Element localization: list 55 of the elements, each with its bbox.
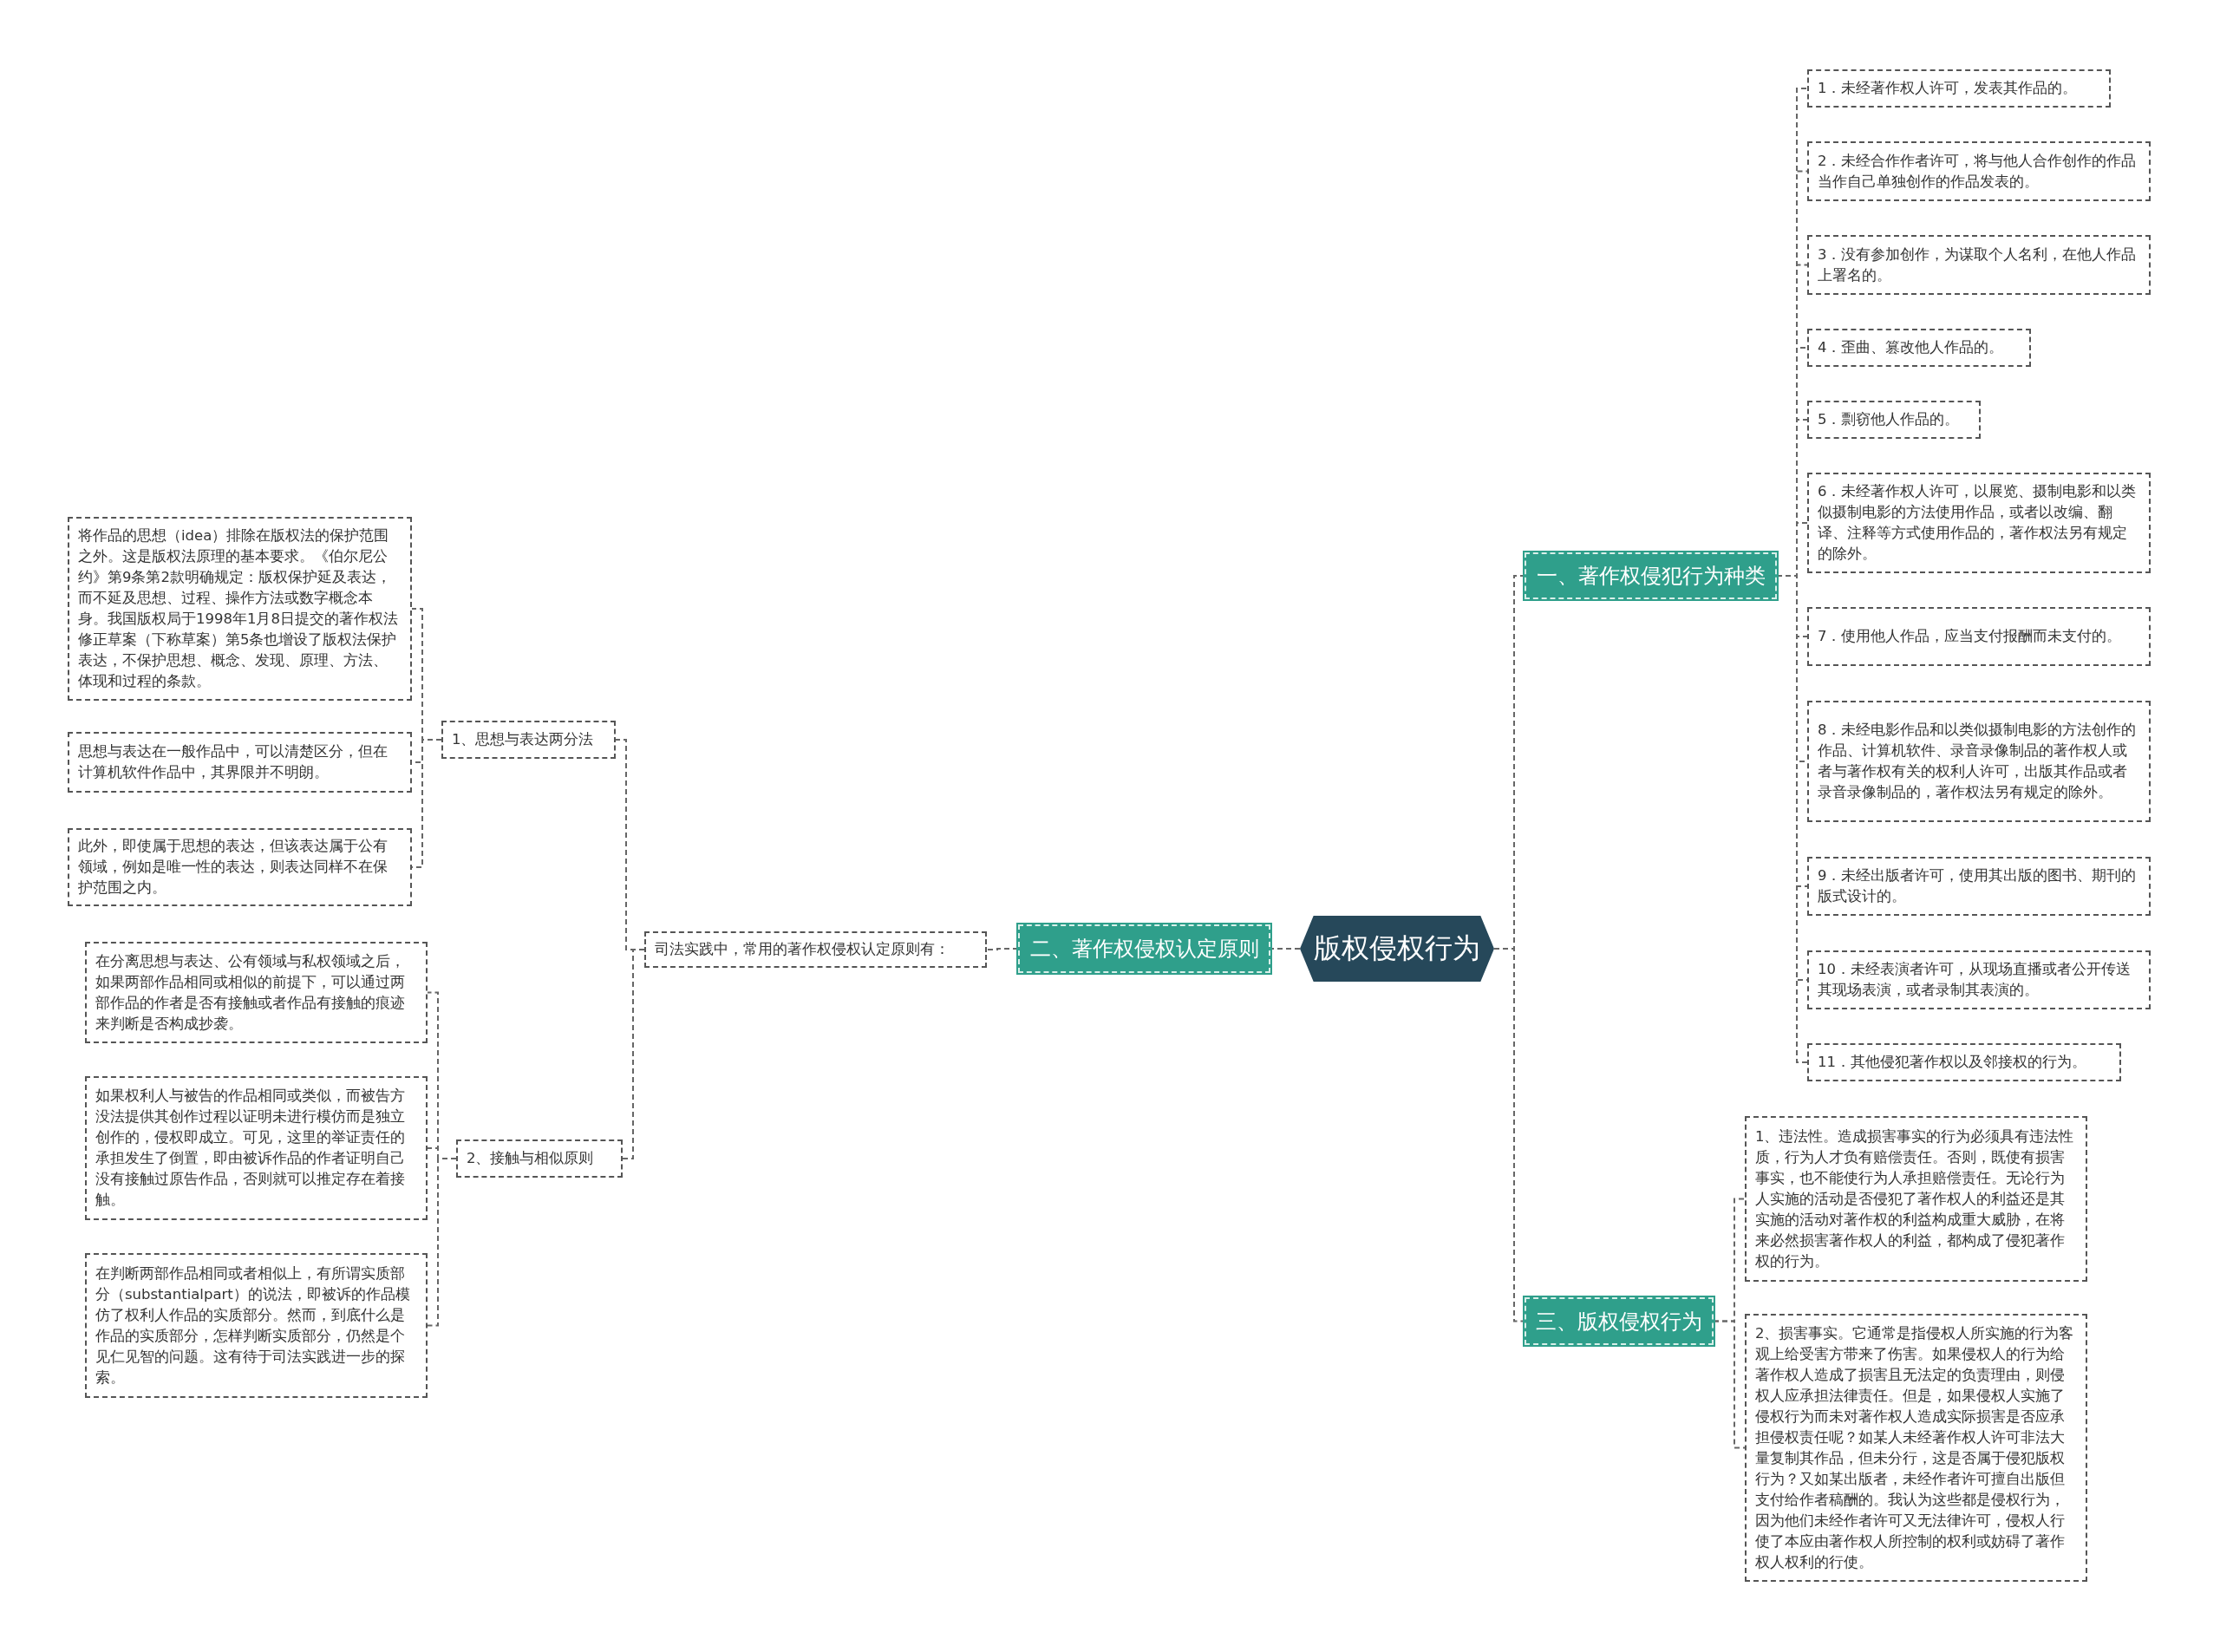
topic-text: 1、思想与表达两分法 [452, 730, 595, 749]
topic-text: 1、违法性。造成损害事实的行为必须具有违法性质，行为人才负有赔偿责任。否则，既使有损害事实，也不能使行为人承担赔偿责任。无论行为人实施的活动是否侵犯了著作权人的利益还是其实施的活动对著作权的利益构成重大威胁，在将来必然损害著作权人的利益，都构成了侵犯著作权的行为。 [1755, 1126, 2075, 1271]
topic-text: 如果权利人与被告的作品相同或类似，而被告方没法提供其创作过程以证明未进行模仿而是独立创作的，侵权即成立。可见，这里的举证责任的承担发生了倒置，即由被诉作品的作者证明自己没有接触过原告作品，否则就可以推定存在着接触。 [95, 1087, 406, 1210]
topic-text: 二、著作权侵权认定原则 [1029, 936, 1259, 963]
topic-box [68, 517, 412, 701]
topic-box [1807, 701, 2151, 822]
topic-text: 在分离思想与表达、公有领域与私权领域之后，如果两部作品相同或相似的前提下，可以通过两部作品的作者是否有接触或者作品有接触的痕迹来判断是否构成抄袭。 [95, 951, 406, 1034]
topic-box [85, 1076, 428, 1220]
branch-topic [1525, 1297, 1714, 1345]
topic-text: 9．未经出版者许可，使用其出版的图书、期刊的版式设计的。 [1818, 866, 2138, 906]
topic-box [1807, 857, 2151, 916]
connector-line [986, 948, 1019, 950]
topic-box [68, 828, 412, 906]
topic-text: 8．未经电影作品和以类似摄制电影的方法创作的作品、计算机软件、录音录像制品的著作权人或者与著作权有关的权利人许可，出版其作品或者录音录像制品的，著作权法另有规定的除外。 [1818, 721, 2138, 802]
topic-text: 7．使用他人作品，应当支付报酬而未支付的。 [1818, 627, 2123, 646]
topic-box [68, 732, 412, 793]
topic-text: 10．未经表演者许可，从现场直播或者公开传送其现场表演，或者录制其表演的。 [1818, 960, 2132, 1000]
connector-line [1270, 948, 1301, 950]
topic-box [1807, 235, 2151, 295]
topic-text: 版权侵权行为 [1314, 930, 1480, 966]
topic-text: 三、版权侵权行为 [1536, 1308, 1702, 1335]
topic-text: 2．未经合作作者许可，将与他人合作创作的作品当作自己单独创作的作品发表的。 [1818, 151, 2138, 192]
topic-text: 此外，即使属于思想的表达，但该表达属于公有领域，例如是唯一性的表达，则表达同样不在保护范围之内。 [78, 837, 388, 898]
topic-text: 一、著作权侵犯行为种类 [1536, 563, 1766, 590]
topic-text: 5．剽窃他人作品的。 [1818, 410, 1961, 429]
topic-text: 在判断两部作品相同或者相似上，有所谓实质部分（substantialpart）的说法，即被诉的作品模仿了权利人作品的实质部分。然而，到底什么是作品的实质部分，怎样判断实质部分，仍然是个见仁见智的问题。这有待于司法实践进一步的探索。 [95, 1263, 411, 1388]
topic-box [1807, 69, 2111, 108]
topic-text: 3．没有参加创作，为谋取个人名利，在他人作品上署名的。 [1818, 245, 2138, 285]
branch-topic [1525, 552, 1777, 599]
topic-box [441, 721, 616, 759]
branch-topic [1018, 924, 1270, 973]
topic-box [456, 1139, 623, 1178]
topic-box [1807, 607, 2151, 666]
topic-text: 6．未经著作权人许可，以展览、摄制电影和以类似摄制电影的方法使用作品，或者以改编、翻译、注释等方式使用作品的，著作权法另有规定的除外。 [1818, 482, 2138, 564]
topic-box [1807, 1043, 2121, 1081]
topic-box [85, 942, 428, 1043]
topic-text: 司法实践中，常用的著作权侵权认定原则有： [655, 940, 950, 959]
topic-text: 11．其他侵犯著作权以及邻接权的行为。 [1818, 1053, 2087, 1072]
topic-box [1745, 1116, 2087, 1282]
topic-text: 4．歪曲、篡改他人作品的。 [1818, 338, 2005, 357]
connector-line [1713, 1320, 1746, 1449]
topic-box [644, 931, 987, 968]
topic-box [1807, 141, 2151, 201]
topic-text: 1．未经著作权人许可，发表其作品的。 [1818, 79, 2079, 98]
topic-box [1807, 950, 2151, 1009]
topic-box [85, 1253, 428, 1398]
topic-text: 将作品的思想（idea）排除在版权法的保护范围之外。这是版权法原理的基本要求。《伯尔尼公约》第9条第2款明确规定：版权保护延及表达，而不延及思想、过程、操作方法或数字概念本身。我国版权局于1998年1月8日提交的著作权法修正草案（下称草案）第5条也增设了版权法保护表达，不保护思想、概念、发现、原理、方法、体现和过程的条款。 [78, 526, 399, 691]
topic-text: 2、接触与相似原则 [467, 1149, 595, 1168]
topic-box [1807, 329, 2031, 367]
connector-line [427, 1158, 457, 1327]
connector-line [622, 949, 645, 1159]
topic-text: 思想与表达在一般作品中，可以清楚区分，但在计算机软件作品中，其界限并不明朗。 [78, 742, 388, 782]
topic-box [1807, 401, 1981, 439]
topic-box [1807, 473, 2151, 573]
topic-text: 2、损害事实。它通常是指侵权人所实施的行为客观上给受害方带来了伤害。如果侵权人的行为给著作权人造成了损害且无法定的负责理由，则侵权人应承担法律责任。但是，如果侵权人实施了侵权行为而未对著作权人造成实际损害是否应承担侵权责任呢？如某人未经著作权人许可非法大量复制其作品，但未分行，这是否属于侵犯版权行为？又如某出版者，未经作者许可擅自出版但支付给作者稿酬的。我认为这些都是侵权行为，因为他们未经作者许可又无法律许可，侵权人行使了本应由著作权人所控制的权利或妨碍了著作权人权利的行使。 [1755, 1323, 2075, 1572]
